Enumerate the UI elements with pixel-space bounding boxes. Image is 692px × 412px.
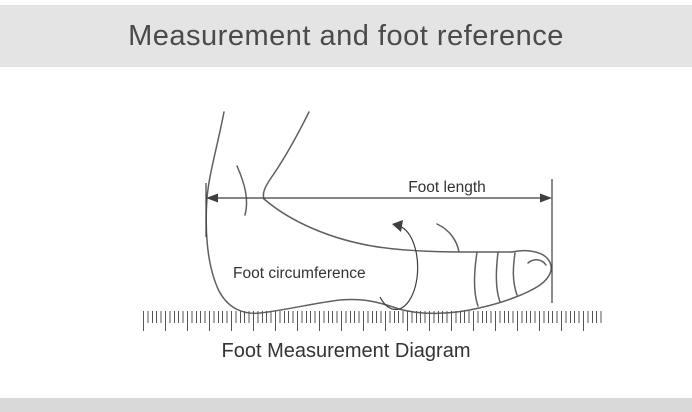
header-banner: Measurement and foot reference [0, 5, 692, 67]
circumference-arc [379, 225, 419, 311]
toe-crease-2 [495, 251, 501, 303]
foot-circumference-measure: Foot circumference [233, 220, 419, 311]
page-title: Measurement and foot reference [128, 19, 564, 52]
ruler-tall-ticks [143, 311, 605, 331]
ruler [143, 311, 605, 331]
footer-bar [0, 398, 692, 412]
instep-line [263, 198, 513, 253]
ankle-crease [236, 165, 248, 216]
foot-length-label: Foot length [408, 179, 486, 196]
circumference-arrowhead-icon [392, 220, 403, 232]
toe-crease-1 [473, 251, 479, 307]
foot-outline [205, 111, 552, 315]
foot-sketch [205, 111, 552, 315]
diagram-caption: Foot Measurement Diagram [221, 340, 471, 362]
ball-crease [436, 223, 460, 253]
foot-length-measure: Foot length [205, 179, 553, 303]
toe-crease-3 [512, 252, 518, 296]
foot-circumference-label: Foot circumference [233, 265, 366, 282]
toenail-line [527, 259, 547, 266]
shin-line [262, 111, 310, 200]
left-arrowhead-icon [206, 193, 218, 203]
right-arrowhead-icon [540, 193, 552, 203]
